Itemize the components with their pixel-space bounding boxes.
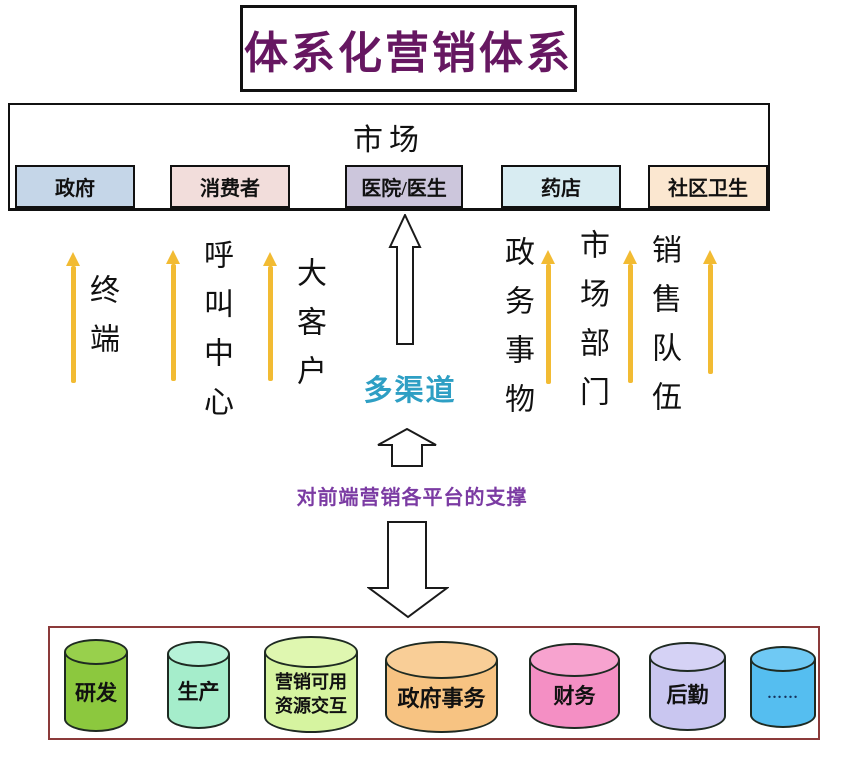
arrow-shaft — [70, 266, 76, 383]
arrow-shaft — [627, 264, 633, 383]
arrow-shaft — [170, 264, 176, 381]
arrowhead-icon — [166, 250, 180, 264]
cylinder-label: 财务 — [553, 684, 596, 709]
cylinder-top — [264, 636, 358, 668]
market-segment-hospital-doctor: 医院/医生 — [345, 165, 463, 208]
arrowhead-icon — [623, 250, 637, 264]
channel-label-government-affairs: 政务事物 — [500, 236, 533, 432]
market-segment-government: 政府 — [15, 165, 135, 208]
channel-label-sales-force: 销售队伍 — [647, 234, 680, 430]
big-down-arrow-icon — [367, 521, 449, 619]
segment-label: 医院/医生 — [361, 178, 447, 200]
small-up-arrow-icon — [377, 428, 437, 467]
cylinder-label: 生产 — [177, 680, 220, 705]
multichannel-label: 多渠道 — [363, 375, 457, 407]
platform-cylinder-production: 生产 — [167, 641, 230, 729]
arrow-shaft — [267, 266, 273, 381]
platform-box: 研发 生产 营销可用 资源交互 政府事务 — [48, 626, 820, 740]
platform-cylinder-government-affairs: 政府事务 — [385, 641, 498, 733]
channel-label-marketing-dept: 市场部门 — [575, 229, 608, 425]
cylinder-label: 政府事务 — [397, 686, 486, 712]
cylinder-label: 研发 — [75, 680, 117, 705]
cylinder-top — [64, 639, 128, 665]
cylinder-top — [649, 642, 726, 672]
up-arrow-yellow-callcenter — [166, 250, 180, 381]
cylinder-label: 营销可用 资源交互 — [275, 672, 347, 717]
up-arrow-yellow-marketingdept — [623, 250, 637, 383]
market-box: 市场 政府 消费者 医院/医生 药店 社区卫生 — [8, 103, 770, 211]
channel-label-terminal: 终端 — [85, 274, 118, 372]
cylinder-label: 后勤 — [666, 683, 709, 708]
arrow-shaft — [707, 264, 713, 374]
cylinder-top — [167, 641, 230, 667]
segment-label: 消费者 — [200, 178, 260, 200]
up-arrow-yellow-govaffairs — [541, 250, 555, 384]
platform-cylinder-more: …… — [750, 646, 816, 728]
up-arrow-yellow-salesforce — [703, 250, 717, 374]
cylinder-label: …… — [767, 686, 799, 703]
channel-label-key-account: 大客户 — [292, 257, 325, 404]
arrowhead-icon — [263, 252, 277, 266]
arrowhead-icon — [541, 250, 555, 264]
platform-cylinder-marketing-resources: 营销可用 资源交互 — [264, 636, 358, 733]
support-label: 对前端营销各平台的支撑 — [296, 487, 528, 509]
up-arrow-yellow-keyaccount — [263, 252, 277, 381]
cylinder-top — [529, 643, 620, 677]
market-segment-community-health: 社区卫生 — [648, 165, 768, 208]
platform-cylinder-rd: 研发 — [64, 639, 128, 732]
channel-label-call-center: 呼叫中心 — [199, 239, 232, 435]
cylinder-top — [750, 646, 816, 672]
cylinder-top — [385, 641, 498, 679]
market-segment-pharmacy: 药店 — [501, 165, 621, 208]
market-title: 市场 — [353, 124, 425, 157]
arrowhead-icon — [703, 250, 717, 264]
platform-cylinder-finance: 财务 — [529, 643, 620, 729]
segment-label: 社区卫生 — [668, 178, 748, 200]
arrowhead-icon — [66, 252, 80, 266]
page-title: 体系化营销体系 — [244, 28, 573, 78]
market-segment-consumer: 消费者 — [170, 165, 290, 208]
segment-label: 政府 — [55, 178, 95, 200]
title-box: 体系化营销体系 — [240, 5, 577, 92]
platform-cylinder-logistics: 后勤 — [649, 642, 726, 731]
up-arrow-yellow-terminal — [66, 252, 80, 383]
big-up-arrow-icon — [388, 214, 422, 345]
cylinder-body — [64, 652, 128, 732]
segment-label: 药店 — [541, 178, 581, 200]
arrow-shaft — [545, 264, 551, 384]
